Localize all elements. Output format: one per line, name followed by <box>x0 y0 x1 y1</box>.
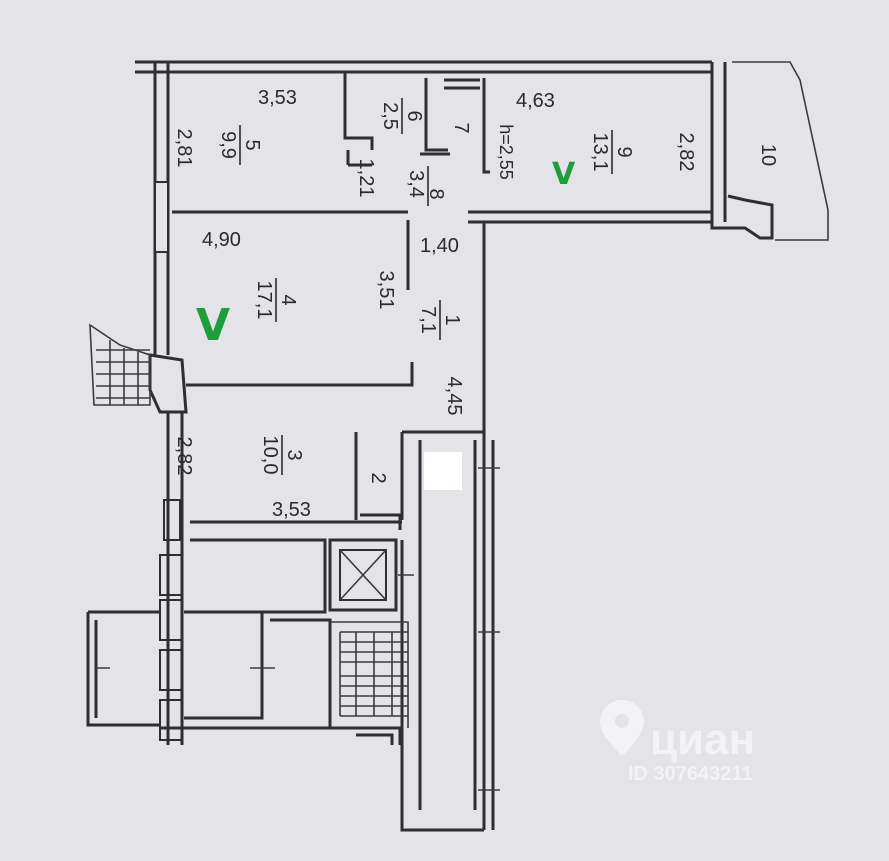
room-8-dim: 1,40 <box>420 235 459 257</box>
room-3-depth: 2,82 <box>173 437 195 476</box>
stairs-lower <box>330 621 409 728</box>
room-1-area: 7,1 <box>417 306 439 334</box>
room-8: 8 3,4 1,40 <box>405 166 459 257</box>
room-4-depth: 3,51 <box>375 271 397 310</box>
stairs-entrance <box>89 323 151 406</box>
watermark-id: ID 307643211 <box>628 763 753 785</box>
room-5: 3,53 5 9,9 2,81 <box>173 87 297 167</box>
room-1-number: 1 <box>441 314 463 325</box>
check-mark-room-9: V <box>552 157 576 192</box>
room-9: 4,63 h=2,55 9 13,1 2,82 V <box>496 90 697 192</box>
room-4-number: 4 <box>277 294 299 305</box>
room-9-width: 4,63 <box>516 90 555 112</box>
room-5-depth: 2,81 <box>173 129 195 168</box>
room-1: 1 7,1 4,45 <box>417 300 465 415</box>
room-4-width: 4,90 <box>202 229 241 251</box>
room-6-area: 2,5 <box>379 102 401 130</box>
room-2-number: 2 <box>367 472 389 483</box>
room-5-number: 5 <box>241 139 263 150</box>
redaction-patch <box>424 452 462 490</box>
room-7-number: 7 <box>450 122 472 133</box>
room-4: 4,90 4 17,1 3,51 V <box>196 229 397 351</box>
room-4-area: 17,1 <box>253 281 275 320</box>
room-8-number: 8 <box>425 188 447 199</box>
room-3-number: 3 <box>283 449 305 460</box>
room-6: 6 2,5 1,21 <box>355 98 425 197</box>
room-3-width: 3,53 <box>272 499 311 521</box>
room-9-depth: 2,82 <box>675 133 697 172</box>
room-6-number: 6 <box>403 110 425 121</box>
location-pin-icon <box>600 700 644 756</box>
room-3-area: 10,0 <box>259 436 281 475</box>
check-mark-room-4: V <box>196 300 230 351</box>
room-9-area: 13,1 <box>589 133 611 172</box>
room-10-number: 10 <box>757 144 779 166</box>
room-8-area: 3,4 <box>405 170 427 198</box>
watermark-brand: циан <box>650 715 755 764</box>
room-6-dim: 1,21 <box>355 159 377 198</box>
room-9-height-note: h=2,55 <box>496 124 516 180</box>
room-5-area: 9,9 <box>217 131 239 159</box>
watermark: циан ID 307643211 <box>600 700 755 785</box>
room-3: 2,82 3 10,0 3,53 <box>173 435 311 521</box>
room-1-length: 4,45 <box>443 377 465 416</box>
walls <box>86 60 829 832</box>
room-9-number: 9 <box>613 146 635 157</box>
room-5-width: 3,53 <box>258 87 297 109</box>
